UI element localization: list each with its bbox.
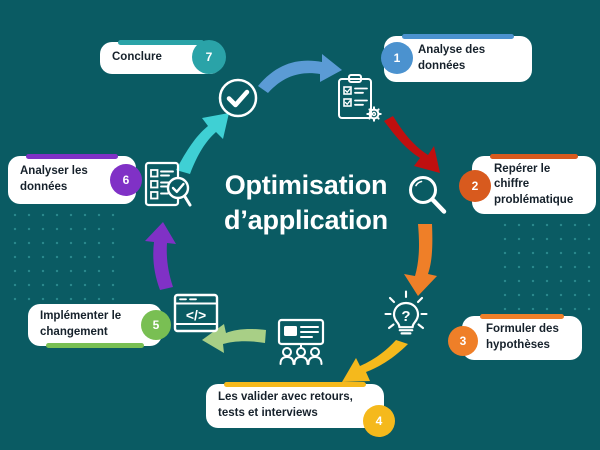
step-card-5-accent (46, 343, 144, 348)
step-card-5[interactable]: Implémenter le changement (28, 304, 162, 348)
clipboard-checklist-gear-icon (338, 74, 382, 122)
step-card-2-accent (490, 154, 578, 159)
check-circle-icon (218, 78, 258, 118)
lightbulb-question-icon: ? (384, 290, 428, 335)
step-card-2[interactable]: Repérer le chiffre problématique (472, 154, 596, 214)
arrow-orange-step2-to-step3 (404, 224, 437, 296)
step-badge-6: 6 (110, 164, 142, 196)
svg-text:?: ? (401, 308, 410, 325)
page-title-line-2: d’application (224, 204, 388, 235)
page-title: Optimisation d’application (190, 168, 422, 237)
arrow-red-step1-to-step2 (384, 116, 440, 173)
step-card-5-label: Implémenter le changement (40, 310, 122, 338)
arrow-purple-step5-to-step6 (145, 222, 176, 290)
step-badge-3: 3 (448, 326, 478, 356)
step-card-4-label: Les valider avec retours, tests et inter… (218, 391, 353, 419)
decorative-dot-grid-right (498, 218, 598, 320)
svg-text:</>: </> (186, 307, 206, 323)
step-card-3[interactable]: Formuler des hypothèses (462, 314, 582, 360)
step-badge-7: 7 (192, 40, 226, 74)
step-badge-4: 4 (363, 405, 395, 437)
step-card-6-accent (26, 154, 118, 159)
page-title-line-1: Optimisation (224, 170, 388, 200)
code-window-icon: </> (173, 293, 219, 333)
magnifying-glass-icon (409, 176, 447, 214)
step-card-1-label: Analyse des données (418, 44, 486, 72)
step-card-7-accent (118, 40, 204, 45)
step-badge-5: 5 (141, 310, 171, 340)
step-badge-1: 1 (381, 42, 413, 74)
presentation-audience-icon (277, 318, 325, 365)
arrow-yellow-step3-to-step4 (342, 340, 408, 382)
arrow-blue-step7-to-step1 (258, 54, 342, 93)
checklist-magnifier-icon (144, 161, 192, 207)
step-card-1-accent (402, 34, 514, 39)
step-card-2-label: Repérer le chiffre problématique (494, 162, 574, 206)
step-card-4[interactable]: Les valider avec retours, tests et inter… (206, 382, 384, 428)
step-badge-2: 2 (459, 170, 491, 202)
step-card-6-label: Analyser les données (20, 165, 88, 193)
step-card-3-label: Formuler des hypothèses (486, 323, 559, 351)
arrow-cyan-step6-to-step7 (176, 113, 229, 174)
decorative-dot-grid-left (8, 208, 120, 310)
step-card-3-accent (480, 314, 564, 319)
step-card-7-label: Conclure (112, 51, 162, 64)
arrow-green-step4-to-step5 (202, 324, 266, 353)
step-card-4-accent (224, 382, 366, 387)
